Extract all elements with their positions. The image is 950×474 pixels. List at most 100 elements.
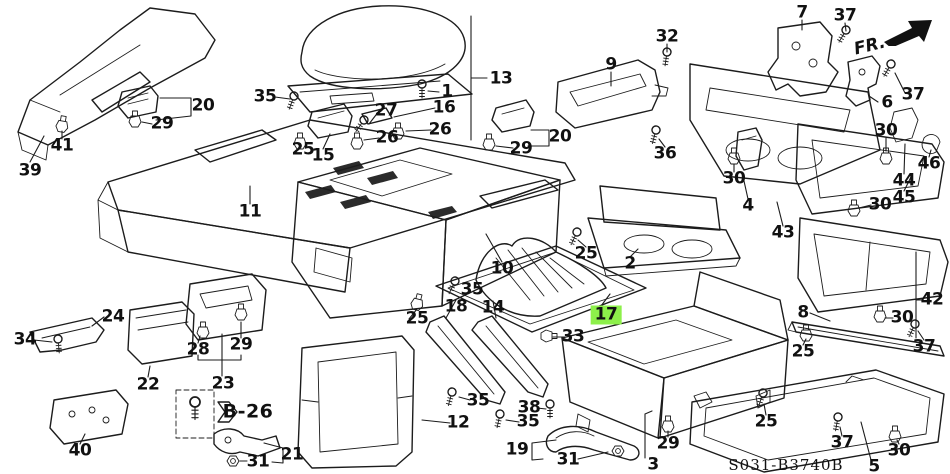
part-16-bracket <box>361 107 393 125</box>
part-callout-45[interactable]: 45 <box>892 187 916 208</box>
part-callout-33[interactable]: 33 <box>561 326 585 347</box>
part-callout-16[interactable]: 16 <box>432 97 456 118</box>
part-callout-37[interactable]: 37 <box>901 84 925 105</box>
part-43-center-panel <box>689 63 881 185</box>
part-callout-35[interactable]: 35 <box>466 390 490 411</box>
part-callout-32[interactable]: 32 <box>655 26 679 47</box>
part-callout-10[interactable]: 10 <box>490 258 514 279</box>
part-callout-29[interactable]: 29 <box>509 138 533 159</box>
part-callout-44[interactable]: 44 <box>892 170 916 191</box>
part-callout-38[interactable]: 38 <box>517 397 541 418</box>
part-callout-11[interactable]: 11 <box>238 201 262 222</box>
part-callout-6[interactable]: 6 <box>881 92 893 113</box>
part-17-shift-boot <box>435 237 647 333</box>
part-callout-41[interactable]: 41 <box>50 135 74 156</box>
part-callout-20[interactable]: 20 <box>548 126 572 147</box>
part-5-rear-tray <box>689 369 945 473</box>
part-callout-28[interactable]: 28 <box>186 339 210 360</box>
part-callout-3[interactable]: 3 <box>647 454 659 474</box>
part-callout-1[interactable]: 1 <box>441 81 453 102</box>
part-callout-42[interactable]: 42 <box>920 289 944 310</box>
part-39-console-garnish <box>17 7 216 161</box>
part-callout-40[interactable]: 40 <box>68 440 92 461</box>
part-callout-26[interactable]: 26 <box>428 119 452 140</box>
part-callout-26[interactable]: 26 <box>375 127 399 148</box>
part-44-tray-upper <box>795 123 945 215</box>
part-callout-37[interactable]: 37 <box>830 432 854 453</box>
part-callout-5[interactable]: 5 <box>868 456 880 474</box>
part-callout-15[interactable]: 15 <box>311 145 335 166</box>
part-20-socket-right <box>491 99 535 133</box>
part-42-tray-lower <box>797 217 949 313</box>
part-18-bracket-strap <box>425 315 506 405</box>
part-callout-39[interactable]: 39 <box>18 160 42 181</box>
part-callout-8[interactable]: 8 <box>797 302 809 323</box>
part-callout-14[interactable]: 14 <box>481 297 505 318</box>
part-callout-35[interactable]: 35 <box>460 279 484 300</box>
part-21-bracket <box>213 428 281 457</box>
part-callout-2[interactable]: 2 <box>624 253 636 274</box>
part-callout-25[interactable]: 25 <box>405 308 429 329</box>
part-callout-19[interactable]: 19 <box>505 439 529 460</box>
part-9-pocket <box>555 59 669 129</box>
part-callout-34[interactable]: 34 <box>13 329 37 350</box>
part-20-socket <box>117 85 159 119</box>
part-callout-22[interactable]: 22 <box>136 374 160 395</box>
part-12-frame <box>297 335 415 469</box>
part-callout-35[interactable]: 35 <box>516 411 540 432</box>
part-15-bracket <box>307 103 353 139</box>
part-callout-12[interactable]: 12 <box>446 412 470 433</box>
part-callout-37[interactable]: 37 <box>833 5 857 26</box>
leader-lines <box>29 15 932 464</box>
part-callout-30[interactable]: 30 <box>722 168 746 189</box>
fr-arrow-icon <box>884 20 932 46</box>
part-40-bracket-plate <box>49 389 129 445</box>
part-19-handle <box>545 425 640 461</box>
part-callout-31[interactable]: 31 <box>246 451 270 472</box>
part-callout-36[interactable]: 36 <box>653 143 677 164</box>
reference-callout-b-26[interactable]: B-26 <box>222 400 274 423</box>
part-callout-29[interactable]: 29 <box>150 113 174 134</box>
part-callout-29[interactable]: 29 <box>656 433 680 454</box>
part-7-bracket <box>767 21 839 97</box>
part-callout-31[interactable]: 31 <box>556 449 580 470</box>
part-23-frame <box>185 273 267 341</box>
part-callout-37[interactable]: 37 <box>912 336 936 357</box>
part-callout-43[interactable]: 43 <box>771 222 795 243</box>
part-callout-27[interactable]: 27 <box>374 100 398 121</box>
part-callout-17[interactable]: 17 <box>590 305 622 325</box>
ref-b26-graphic <box>175 389 238 439</box>
part-callout-30[interactable]: 30 <box>890 307 914 328</box>
part-44-clip-bracket <box>889 107 919 143</box>
part-callout-7[interactable]: 7 <box>796 2 808 23</box>
part-14-bracket-strap <box>471 315 549 398</box>
part-callout-23[interactable]: 23 <box>211 373 235 394</box>
part-callout-4[interactable]: 4 <box>742 195 754 216</box>
part-24-bracket <box>29 317 105 353</box>
part-callout-25[interactable]: 25 <box>574 243 598 264</box>
part-46-cap <box>921 134 941 155</box>
part-callout-24[interactable]: 24 <box>101 306 125 327</box>
part-callout-30[interactable]: 30 <box>887 440 911 461</box>
part-callout-30[interactable]: 30 <box>874 120 898 141</box>
part-callout-25[interactable]: 25 <box>754 411 778 432</box>
part-callout-21[interactable]: 21 <box>280 444 304 465</box>
part-callout-20[interactable]: 20 <box>191 95 215 116</box>
part-8-rail <box>787 321 945 357</box>
part-10-console-main <box>291 147 561 319</box>
part-callout-13[interactable]: 13 <box>489 68 513 89</box>
part-callout-46[interactable]: 46 <box>917 153 941 174</box>
part-callout-30[interactable]: 30 <box>868 194 892 215</box>
part-callout-25[interactable]: 25 <box>791 341 815 362</box>
part-22-pocket-box <box>127 301 195 365</box>
part-callout-35[interactable]: 35 <box>253 86 277 107</box>
part-callout-29[interactable]: 29 <box>229 334 253 355</box>
part-callout-25[interactable]: 25 <box>291 139 315 160</box>
part-callout-18[interactable]: 18 <box>444 296 468 317</box>
part-callout-9[interactable]: 9 <box>605 54 617 75</box>
diagram-code: S031-B3740B <box>728 456 844 474</box>
part-13-armrest <box>287 5 473 113</box>
